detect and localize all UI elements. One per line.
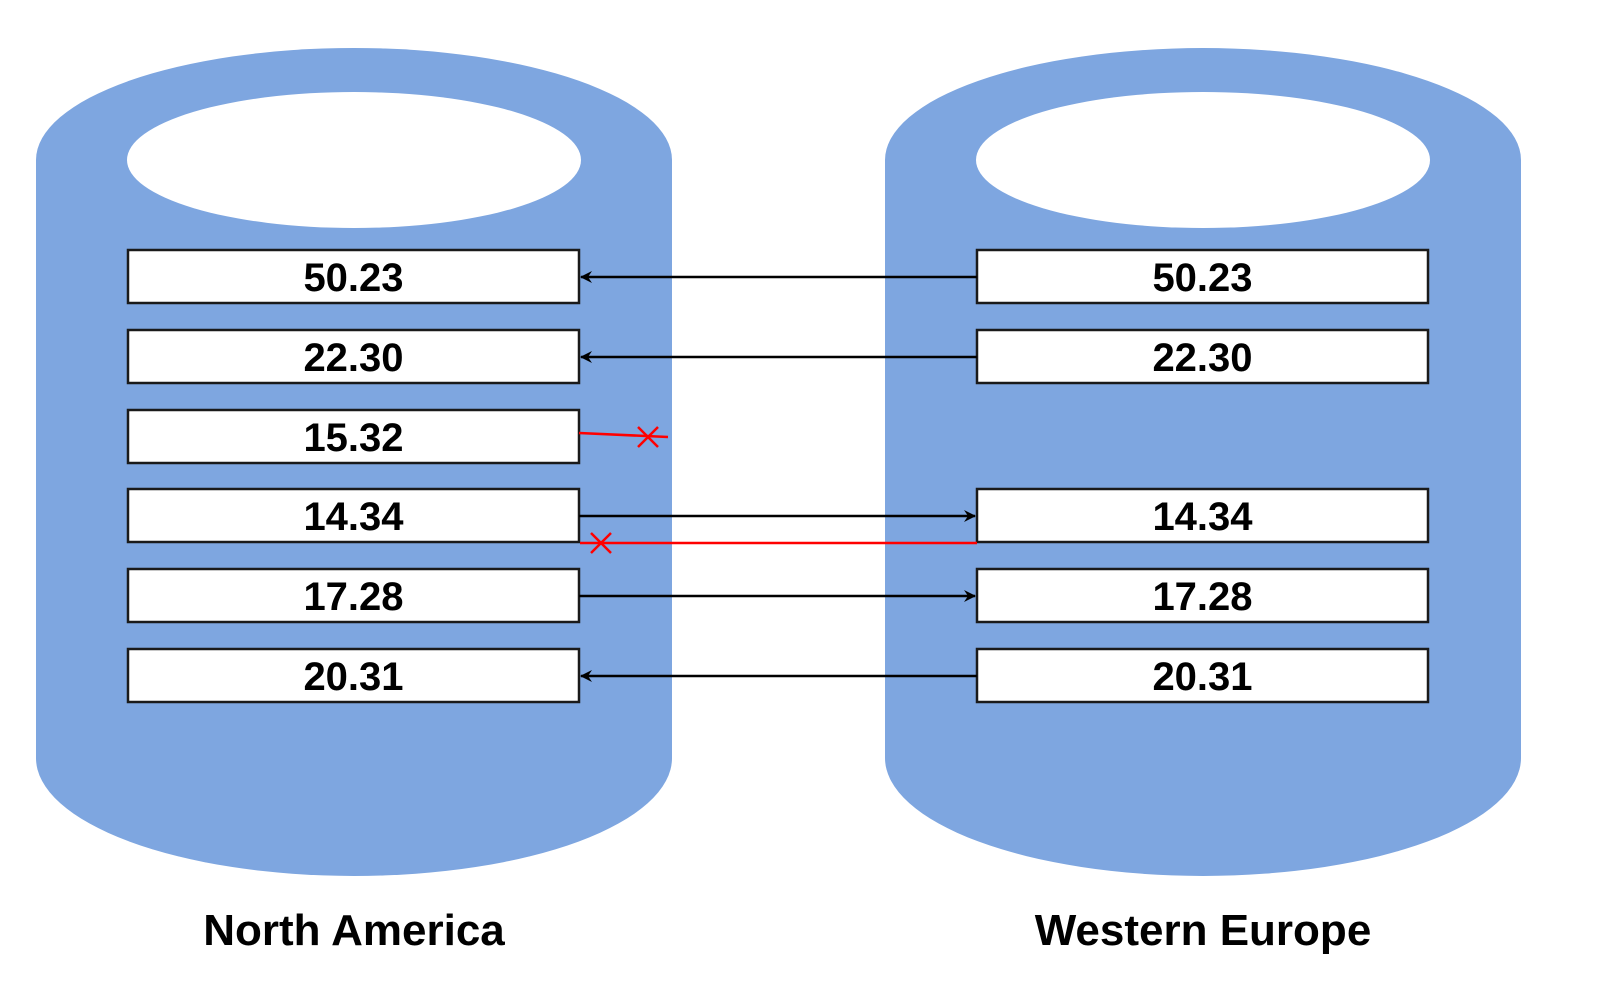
record-box: 14.34 <box>126 487 581 544</box>
north-america-records: 50.23 22.30 15.32 14.34 17.28 20.31 <box>126 248 581 704</box>
record-box: 14.34 <box>975 487 1430 544</box>
north-america-cylinder-top-opening <box>127 92 581 228</box>
failed-replication-link <box>580 532 977 554</box>
failure-x-icon <box>590 532 612 554</box>
failed-replication-link <box>578 426 669 448</box>
western-europe-cylinder-top-opening <box>976 92 1430 228</box>
western-europe-records: 50.23 22.30 14.34 17.28 20.31 <box>975 248 1430 704</box>
record-box: 20.31 <box>126 647 581 704</box>
replication-links <box>578 271 977 682</box>
record-value: 50.23 <box>303 256 403 300</box>
record-value: 22.30 <box>1152 336 1252 380</box>
western-europe-label: Western Europe <box>1035 906 1372 955</box>
record-box: 15.32 <box>126 408 581 465</box>
north-america-label: North America <box>203 906 505 955</box>
record-box: 17.28 <box>975 567 1430 624</box>
record-box: 22.30 <box>975 328 1430 385</box>
record-value: 17.28 <box>1152 575 1252 619</box>
record-value: 14.34 <box>303 495 404 539</box>
record-box: 50.23 <box>126 248 581 305</box>
record-box: 17.28 <box>126 567 581 624</box>
record-value: 17.28 <box>303 575 403 619</box>
failure-x-icon <box>637 426 659 448</box>
record-value: 14.34 <box>1152 495 1253 539</box>
record-box: 50.23 <box>975 248 1430 305</box>
record-box: 20.31 <box>975 647 1430 704</box>
record-value: 20.31 <box>1152 655 1252 699</box>
western-europe-database <box>885 48 1521 876</box>
record-value: 20.31 <box>303 655 403 699</box>
record-box: 22.30 <box>126 328 581 385</box>
record-value: 22.30 <box>303 336 403 380</box>
record-value: 50.23 <box>1152 256 1252 300</box>
record-value: 15.32 <box>303 416 403 460</box>
